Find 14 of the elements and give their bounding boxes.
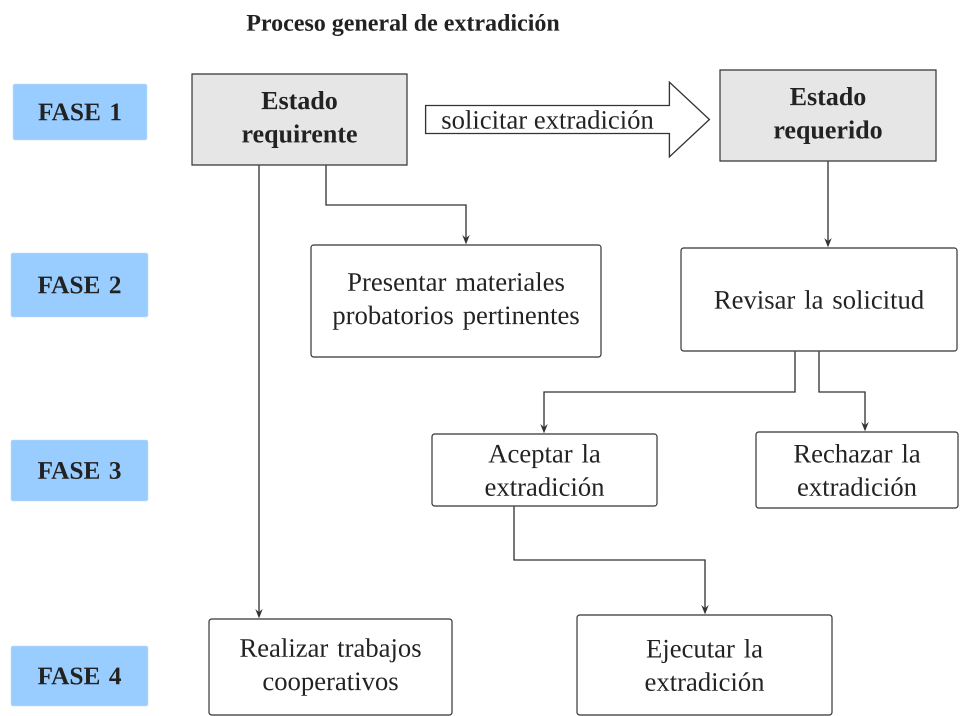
- title: Proceso general de extradición: [246, 14, 560, 36]
- edge-label: solicitar extradición: [440, 109, 654, 130]
- process-box: Aceptar la extradición: [431, 433, 658, 507]
- process-box: Presentar materiales probatorios pertinentes: [310, 244, 602, 358]
- phase-box: FASE 1: [12, 84, 148, 140]
- process-box: Rechazar la extradición: [755, 431, 959, 509]
- state-box: Estado requerido: [719, 69, 937, 162]
- process-box: Revisar la solicitud: [680, 247, 958, 352]
- state-box: Estado requirente: [191, 73, 408, 166]
- phase-box: FASE 4: [10, 646, 148, 706]
- process-box: Ejecutar la extradición: [576, 614, 833, 716]
- phase-box: FASE 3: [10, 440, 148, 502]
- process-box: Realizar trabajos cooperativos: [208, 618, 453, 716]
- phase-box: FASE 2: [10, 252, 148, 318]
